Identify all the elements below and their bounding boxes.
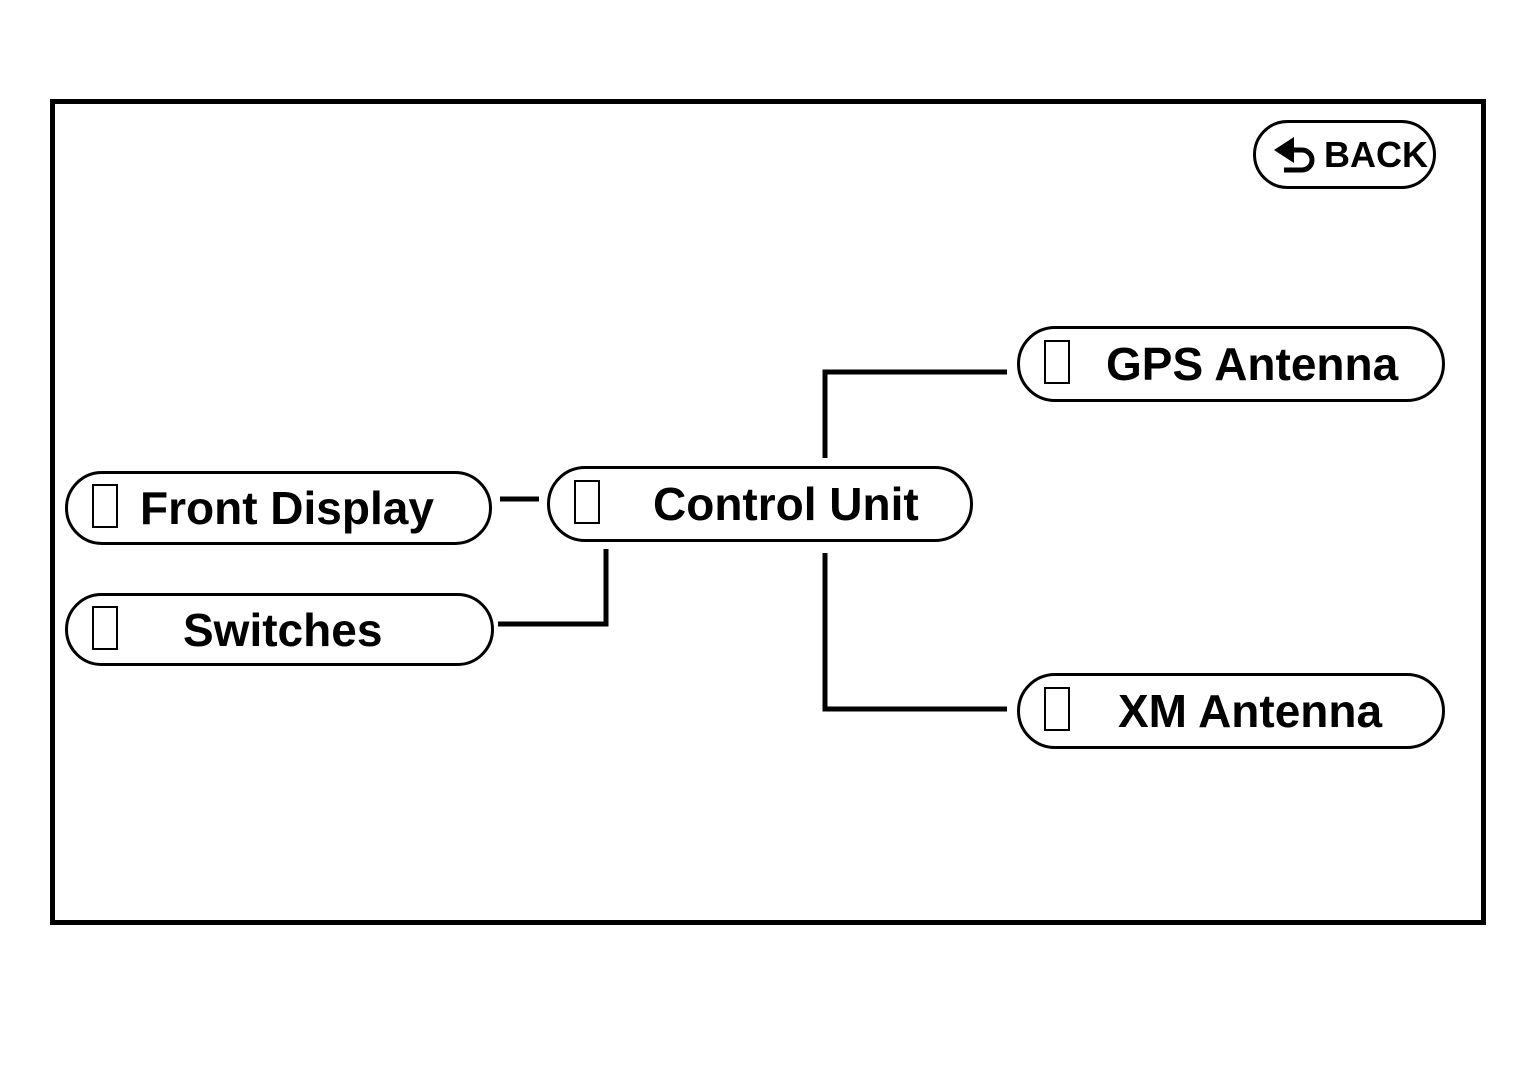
node-xm-antenna[interactable]: XM Antenna (1017, 673, 1445, 749)
node-control-unit[interactable]: Control Unit (547, 466, 973, 542)
node-gps-antenna-label: GPS Antenna (1106, 338, 1399, 390)
node-xm-antenna-label: XM Antenna (1118, 685, 1383, 737)
back-button[interactable]: BACK (1253, 120, 1436, 189)
back-label: BACK (1324, 133, 1428, 175)
status-box-icon (1044, 340, 1070, 384)
node-front-display[interactable]: Front Display (65, 471, 492, 545)
status-box-icon (574, 480, 600, 524)
back-arrow-icon (1274, 137, 1315, 173)
node-switches-label: Switches (183, 603, 383, 656)
node-switches[interactable]: Switches (65, 593, 494, 666)
node-front-display-label: Front Display (140, 482, 434, 534)
status-box-icon (1044, 687, 1070, 731)
status-box-icon (92, 605, 118, 650)
node-control-unit-label: Control Unit (653, 478, 919, 530)
status-box-icon (92, 484, 118, 528)
node-gps-antenna[interactable]: GPS Antenna (1017, 326, 1445, 402)
